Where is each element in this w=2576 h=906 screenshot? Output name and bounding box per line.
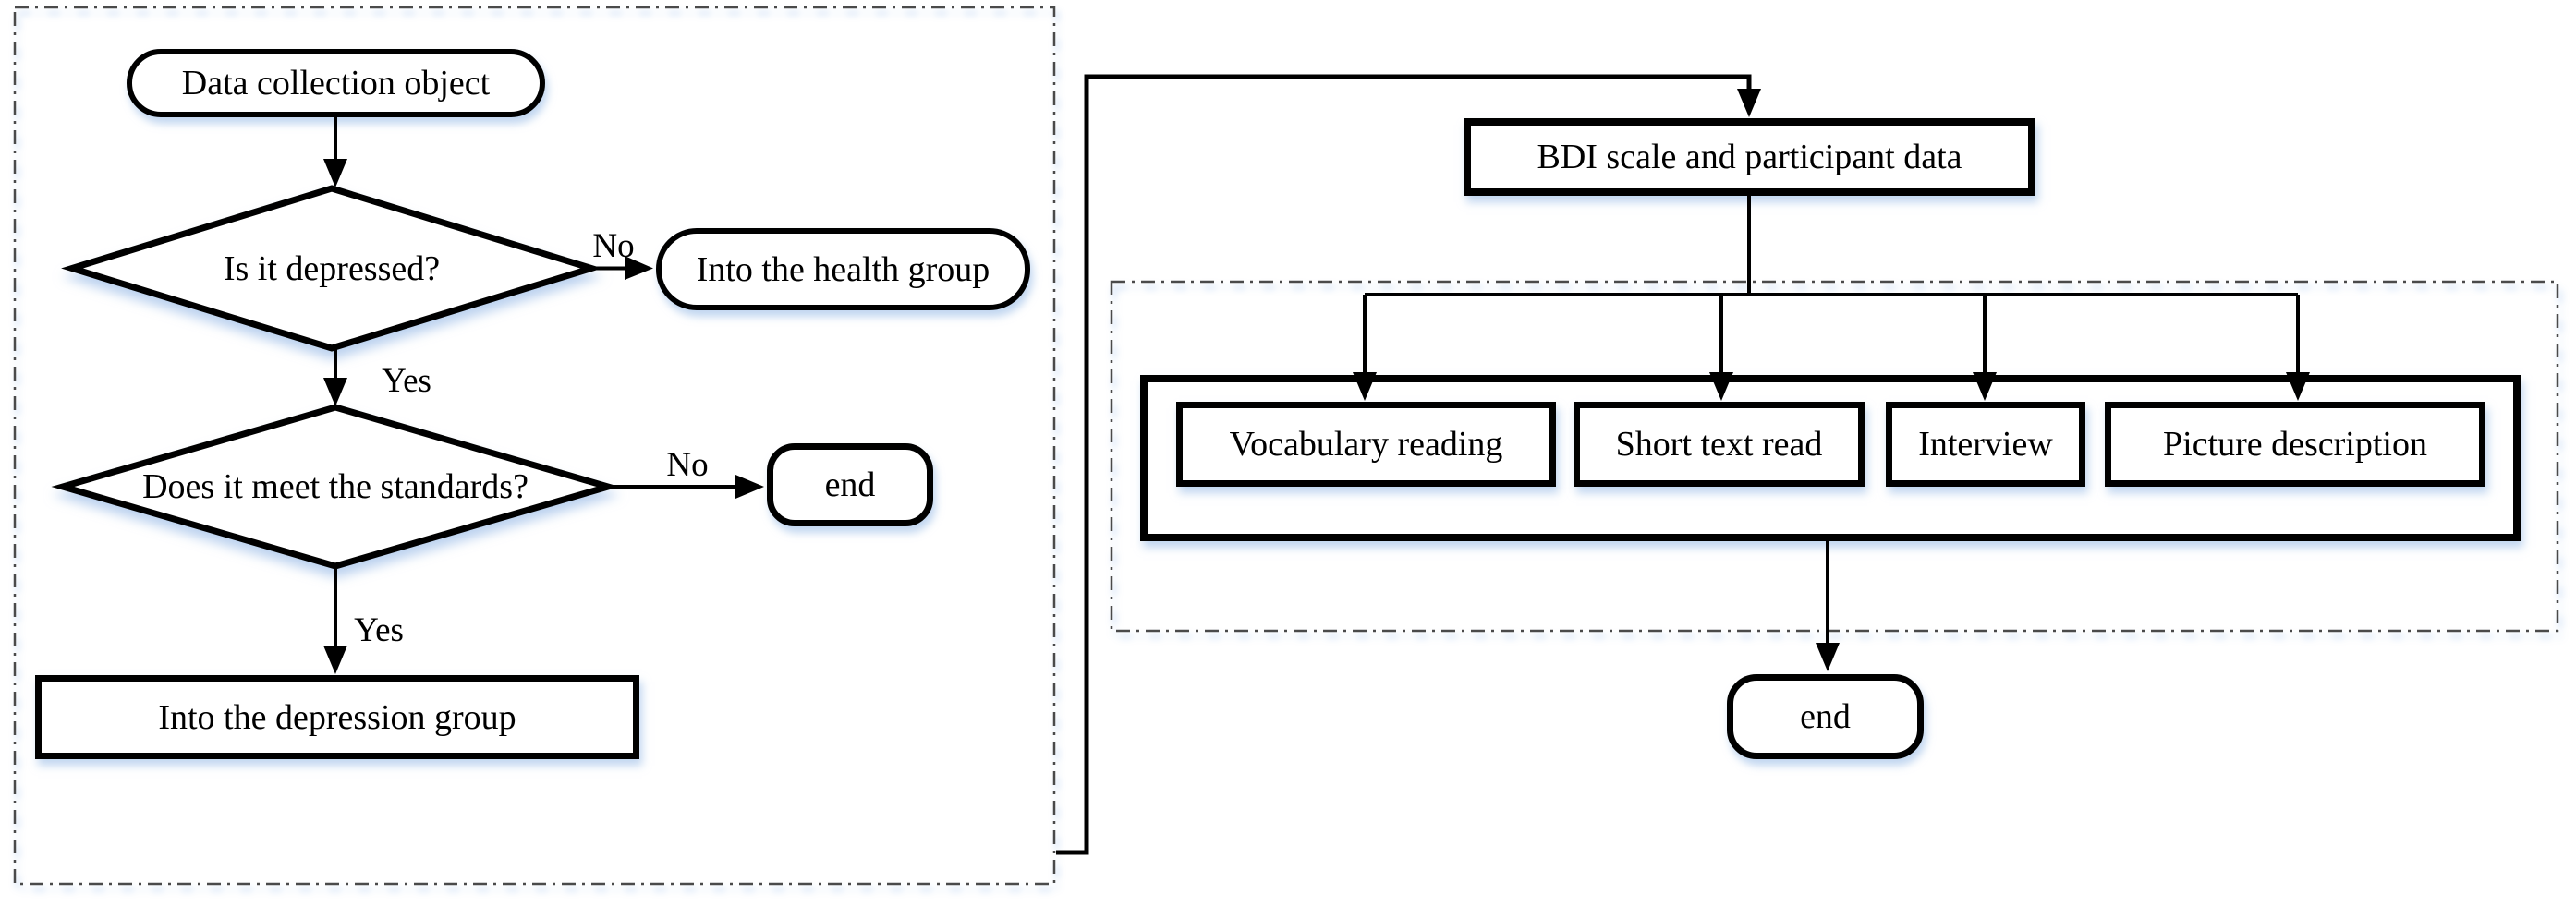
start-node-label: Data collection object [181,64,491,103]
health-group-node: Into the health group [656,228,1030,310]
health-group-label: Into the health group [696,249,990,289]
task-vocabulary-reading-label: Vocabulary reading [1229,425,1503,464]
edge-label-no-2: No [666,445,709,484]
end-node-right-label: end [1800,697,1851,736]
task-interview: Interview [1886,402,2085,487]
task-picture-description-label: Picture description [2163,425,2427,464]
edge-label-yes-2: Yes [354,610,404,649]
left-dashed-container [13,6,1056,886]
edge-label-no-1: No [592,226,635,265]
decision2-label: Does it meet the standards? [142,467,529,506]
bdi-scale-node: BDI scale and participant data [1464,118,2035,196]
right-dashed-container [1110,280,2559,633]
start-node: Data collection object [127,49,545,117]
decision1-label: Is it depressed? [223,248,441,288]
bdi-scale-label: BDI scale and participant data [1537,138,1962,176]
end-node-left-label: end [824,465,876,504]
task-short-text-read-label: Short text read [1615,425,1823,464]
task-short-text-read: Short text read [1574,402,1865,487]
task-picture-description: Picture description [2105,402,2485,487]
end-node-left: end [767,443,933,526]
end-node-right: end [1727,674,1924,759]
task-vocabulary-reading: Vocabulary reading [1176,402,1556,487]
task-interview-label: Interview [1918,425,2053,464]
decision1-diamond [61,185,602,352]
edge-label-yes-1: Yes [382,361,431,400]
depression-group-node: Into the depression group [35,675,639,759]
depression-group-label: Into the depression group [158,697,516,737]
